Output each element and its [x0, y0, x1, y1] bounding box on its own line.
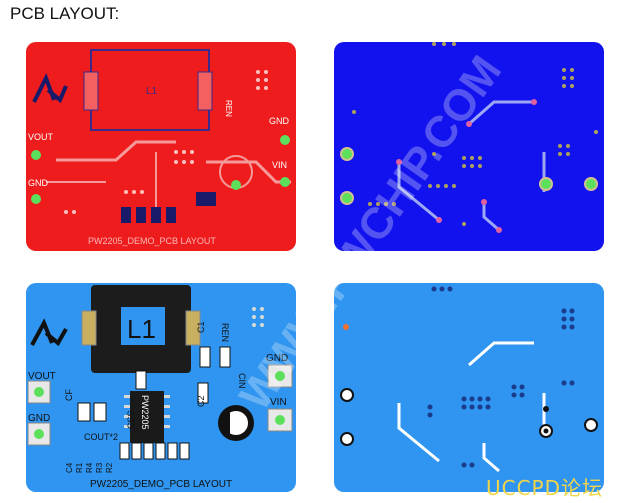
assembly-board-title: PW2205_DEMO_PCB LAYOUT — [90, 479, 232, 490]
top-board-title: PW2205_DEMO_PCB LAYOUT — [88, 236, 216, 246]
label-r2: R2 — [105, 462, 114, 473]
label-ren: REN — [220, 323, 230, 342]
label-c2: C2 — [196, 395, 206, 407]
top-vout-label: VOUT — [28, 132, 54, 142]
top-ren-label: REN — [224, 100, 233, 117]
label-r3: R3 — [95, 462, 104, 473]
label-cf: CF — [64, 389, 74, 401]
label-r4: R4 — [85, 462, 94, 473]
label-c1: C1 — [196, 321, 206, 333]
label-css: CSS — [126, 410, 136, 429]
bottom-copper-panel — [334, 42, 604, 251]
footer-watermark: UCCPD论坛 — [485, 476, 603, 500]
top-vin-label: VIN — [272, 160, 287, 170]
top-copper-panel: L1 VOUT GND — [26, 42, 296, 251]
label-vin: VIN — [270, 397, 287, 408]
label-c4: C4 — [65, 462, 74, 473]
page-heading: PCB LAYOUT: — [10, 4, 120, 23]
top-gnd-right-label: GND — [269, 116, 290, 126]
top-assembly-panel: L1 PW2205 — [26, 283, 296, 492]
label-vout: VOUT — [28, 371, 56, 382]
inductor-label: L1 — [127, 314, 156, 344]
label-gnd-left: GND — [28, 413, 50, 424]
bottom-assembly-panel — [334, 283, 604, 492]
label-gnd-right: GND — [266, 353, 288, 364]
label-cin: CIN — [237, 373, 247, 389]
top-gnd-left-label: GND — [28, 178, 49, 188]
label-r1: R1 — [75, 462, 84, 473]
label-cout: COUT*2 — [84, 432, 118, 442]
chip-label: PW2205 — [140, 395, 150, 430]
top-inductor-label: L1 — [146, 86, 158, 97]
